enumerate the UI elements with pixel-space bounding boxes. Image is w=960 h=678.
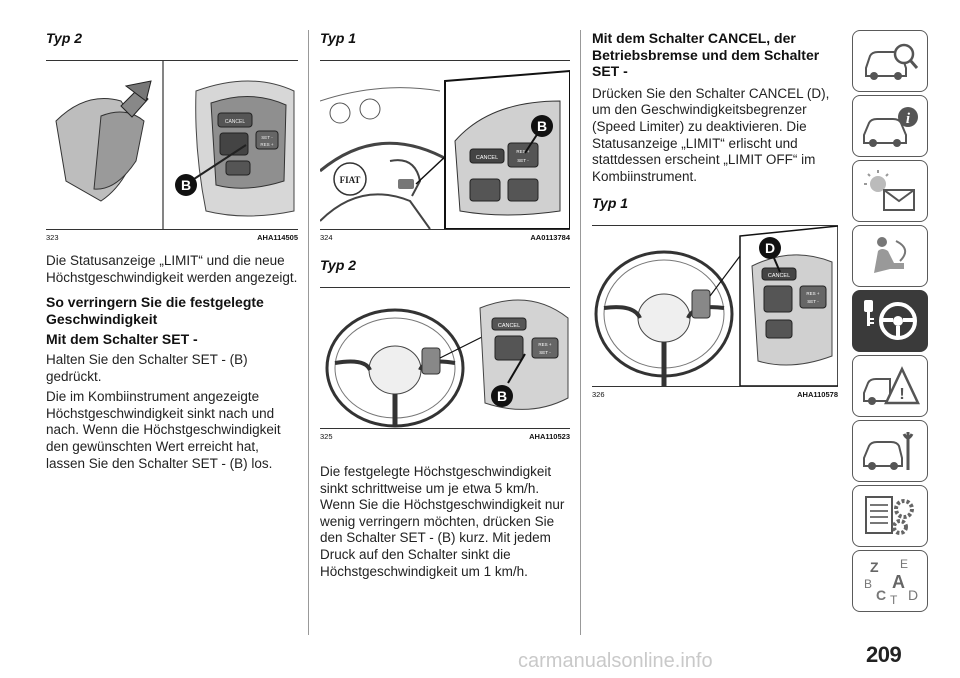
- figure-number: 324: [320, 233, 333, 242]
- seat-airbag-icon: [874, 237, 907, 273]
- car-wrench-icon: [863, 432, 914, 470]
- index-letter: T: [890, 593, 898, 606]
- callout-b: B: [181, 177, 191, 193]
- paragraph: Die Statusanzeige „LIMIT“ und die neue H…: [46, 253, 298, 285]
- column-separator-1: [308, 30, 309, 635]
- car-search-icon: [865, 43, 919, 80]
- index-letter: B: [864, 577, 872, 591]
- tab-starting-driving[interactable]: [852, 290, 928, 352]
- switch-label-set: SET -: [517, 158, 529, 163]
- figure-number: 326: [592, 390, 605, 400]
- svg-text:i: i: [906, 111, 911, 127]
- subheading: Mit dem Schalter CANCEL, der Betriebsbre…: [592, 30, 820, 80]
- index-letter: Z: [870, 559, 879, 575]
- figure-top-rule: [46, 60, 298, 61]
- figure-caption: 326 AHA110578: [592, 386, 838, 402]
- figure-326-illustration: CANCEL RES + SET - D: [592, 226, 838, 387]
- page-number: 209: [866, 642, 902, 667]
- switch-label-res: RES +: [538, 342, 552, 347]
- column-separator-2: [580, 30, 581, 635]
- svg-text:!: !: [899, 386, 904, 403]
- switch-label-set: SET -: [539, 350, 551, 355]
- tab-car-search[interactable]: [852, 30, 928, 92]
- column-2: Typ 1 FIAT CANCEL RES + SET -: [320, 30, 570, 580]
- figure-code: AHA114505: [257, 233, 298, 242]
- figure-323-illustration: CANCEL SET - RES + B: [46, 61, 298, 229]
- section-heading: Typ 1: [320, 30, 357, 46]
- switch-label-cancel: CANCEL: [768, 273, 790, 279]
- figure-caption: 323 AHA114505: [46, 229, 298, 245]
- index-letter: C: [876, 587, 886, 603]
- tab-technical-data[interactable]: [852, 485, 928, 547]
- index-letter: E: [900, 557, 908, 571]
- tab-car-info[interactable]: i: [852, 95, 928, 157]
- figure-caption: 324 AA0113784: [320, 229, 570, 245]
- paragraph: Halten Sie den Schalter SET - (B) gedrüc…: [46, 351, 248, 384]
- figure-code: AHA110578: [797, 390, 838, 400]
- paragraph: Die festgelegte Höchstgeschwindigkeit si…: [320, 464, 565, 579]
- tab-safety[interactable]: [852, 225, 928, 287]
- tab-warning-lights[interactable]: [852, 160, 928, 222]
- key-steering-wheel-icon: [864, 300, 917, 340]
- figure-top-rule: [320, 287, 570, 288]
- car-crash-warning-icon: !: [863, 366, 920, 405]
- figure-top-rule: [592, 225, 838, 227]
- dashboard-illustration: FIAT CANCEL RES + SET - B: [320, 61, 570, 229]
- steering-wheel-illustration: CANCEL RES + SET - B: [320, 288, 570, 428]
- switch-label-cancel: CANCEL: [498, 323, 520, 329]
- column-1: Typ 2 CANCEL SET - RES + B 323 AHA: [46, 30, 298, 472]
- section-heading: Typ 2: [320, 257, 357, 273]
- switch-label-res: RES +: [806, 291, 820, 296]
- warning-light-envelope-icon: [864, 170, 915, 211]
- subheading: Mit dem Schalter SET -: [46, 331, 198, 348]
- figure-caption: 325 AHA110523: [320, 428, 570, 444]
- steering-switch-illustration: CANCEL SET - RES + B: [46, 61, 298, 229]
- column-3: Mit dem Schalter CANCEL, der Betriebsbre…: [592, 30, 838, 402]
- switch-label-res: RES +: [516, 149, 530, 154]
- switch-label-set: SET -: [807, 299, 819, 304]
- callout-d: D: [765, 240, 775, 256]
- figure-325-illustration: CANCEL RES + SET - B: [320, 288, 570, 428]
- figure-top-rule: [320, 60, 570, 61]
- callout-b: B: [537, 118, 547, 134]
- index-letter: D: [908, 587, 918, 603]
- tab-maintenance[interactable]: [852, 420, 928, 482]
- section-heading: Typ 2: [46, 30, 83, 46]
- callout-b: B: [497, 388, 507, 404]
- figure-number: 325: [320, 432, 333, 441]
- watermark: carmanualsonline.info: [518, 650, 713, 672]
- steering-wheel-illustration: CANCEL RES + SET - D: [592, 226, 838, 387]
- section-heading: Typ 1: [592, 195, 629, 212]
- switch-label-set: SET -: [261, 135, 273, 140]
- subheading: So verringern Sie die festgelegte Geschw…: [46, 294, 264, 327]
- switch-label-cancel: CANCEL: [225, 119, 246, 125]
- alphabet-index-icon: Z E B A C D T: [864, 557, 918, 606]
- checklist-gears-icon: [865, 496, 914, 535]
- figure-324-illustration: FIAT CANCEL RES + SET - B: [320, 61, 570, 229]
- brand-logo: FIAT: [340, 175, 361, 185]
- index-letter: A: [892, 572, 905, 592]
- switch-label-cancel: CANCEL: [476, 155, 498, 161]
- figure-code: AA0113784: [530, 233, 570, 242]
- paragraph: Die im Kombiinstrument angezeigte Höchst…: [46, 389, 281, 471]
- paragraph: Drücken Sie den Schalter CANCEL (D), um …: [592, 85, 830, 184]
- switch-label-res: RES +: [260, 142, 274, 147]
- tab-index[interactable]: Z E B A C D T: [852, 550, 928, 612]
- figure-number: 323: [46, 233, 59, 242]
- figure-code: AHA110523: [529, 432, 570, 441]
- tab-emergency[interactable]: !: [852, 355, 928, 417]
- car-info-icon: i: [863, 107, 918, 147]
- chapter-tabs: i !: [852, 30, 928, 615]
